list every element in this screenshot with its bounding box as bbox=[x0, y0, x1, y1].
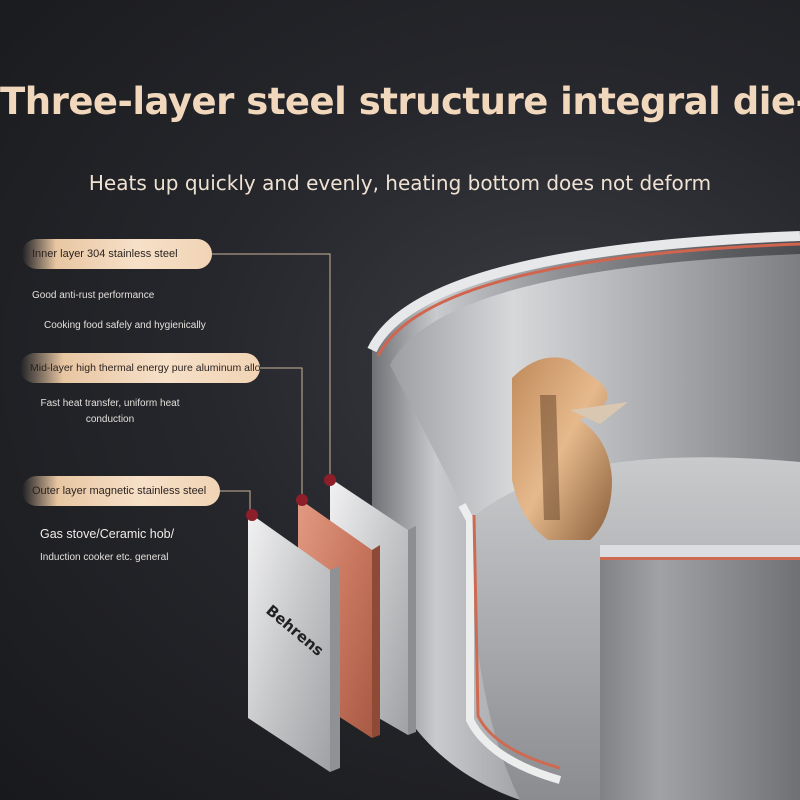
handle-slot bbox=[540, 395, 560, 520]
layer-label-inner: Inner layer 304 stainless steel bbox=[22, 239, 212, 269]
layer-note-outer-1: Gas stove/Ceramic hob/ bbox=[40, 527, 175, 541]
leader-line-outer bbox=[206, 490, 251, 515]
marker-dot-inner bbox=[324, 474, 336, 486]
pot-rim bbox=[367, 231, 800, 353]
layer-note-inner-1: Good anti-rust performance bbox=[32, 290, 155, 301]
marker-dot-outer bbox=[246, 509, 258, 521]
pot-front-shade bbox=[600, 560, 800, 800]
rim-copper-line bbox=[376, 242, 800, 357]
page-title: Three-layer steel structure integral die… bbox=[0, 80, 800, 123]
sheet-outer-steel bbox=[248, 512, 340, 772]
pot-floor bbox=[470, 457, 800, 800]
page-subtitle: Heats up quickly and evenly, heating bot… bbox=[88, 171, 712, 195]
layer-label-outer: Outer layer magnetic stainless steel bbox=[22, 476, 220, 506]
marker-dot-mid bbox=[296, 494, 308, 506]
layer-note-mid-1: Fast heat transfer, uniform heat bbox=[40, 398, 180, 409]
layer-note-inner-2: Cooking food safely and hygienically bbox=[44, 320, 206, 331]
layer-note-outer-2: Induction cooker etc. general bbox=[40, 552, 169, 563]
cut-edge-steel bbox=[458, 503, 562, 784]
leader-line-mid bbox=[245, 367, 303, 500]
leader-line-inner bbox=[212, 253, 331, 480]
handle-icon bbox=[512, 357, 612, 540]
pot-front-rim bbox=[600, 545, 800, 557]
layer-label-mid: Mid-layer high thermal energy pure alumi… bbox=[20, 353, 260, 383]
layer-note-mid-2: conduction bbox=[85, 414, 135, 425]
cut-edge-copper bbox=[472, 514, 561, 770]
handle-rivet-plate bbox=[570, 402, 628, 424]
pot-front-copper bbox=[600, 557, 800, 560]
